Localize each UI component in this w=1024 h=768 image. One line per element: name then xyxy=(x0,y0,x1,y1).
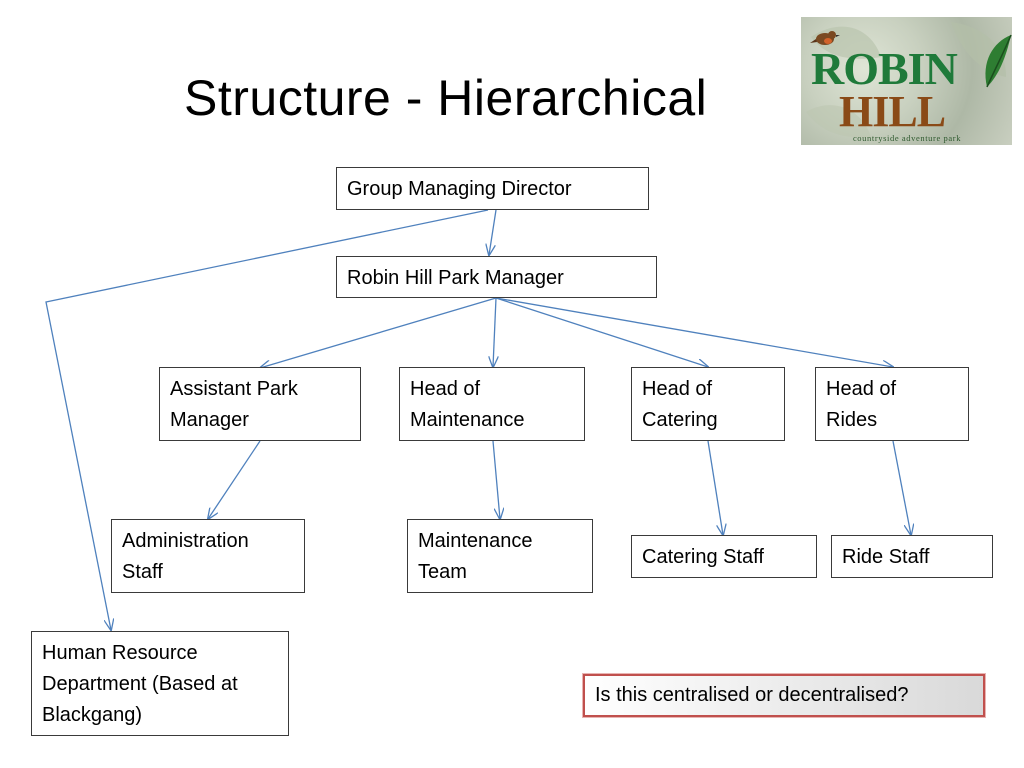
node-administration-staff: Administration Staff xyxy=(111,519,305,593)
robin-hill-logo: ROBIN HILL countryside adventure park xyxy=(801,17,1012,145)
node-human-resource-department: Human Resource Department (Based at Blac… xyxy=(31,631,289,736)
connector-md-to-park-manager xyxy=(489,209,497,255)
connector-pm-to-assistant xyxy=(260,297,497,368)
node-assistant-park-manager: Assistant Park Manager xyxy=(159,367,361,441)
connector-rides-to-staff xyxy=(892,440,911,535)
robin-hill-logo-graphic: ROBIN HILL countryside adventure park xyxy=(806,22,1012,143)
node-group-managing-director: Group Managing Director xyxy=(336,167,649,210)
question-callout: Is this centralised or decentralised? xyxy=(583,674,985,717)
slide-title: Structure - Hierarchical xyxy=(184,70,708,126)
node-park-manager: Robin Hill Park Manager xyxy=(336,256,657,298)
node-ride-staff: Ride Staff xyxy=(831,535,993,578)
node-maintenance-team: Maintenance Team xyxy=(407,519,593,593)
node-head-of-rides: Head of Rides xyxy=(815,367,969,441)
node-head-of-catering: Head of Catering xyxy=(631,367,785,441)
logo-tagline: countryside adventure park xyxy=(853,133,961,143)
connector-pm-to-maintenance xyxy=(493,297,496,367)
connector-catering-to-staff xyxy=(707,440,723,535)
robin-bird-icon xyxy=(810,31,840,45)
connector-pm-to-rides xyxy=(495,297,893,367)
connector-md-to-hr xyxy=(45,209,489,630)
logo-word-hill: HILL xyxy=(839,87,945,136)
connector-maintenance-to-team xyxy=(492,440,500,519)
connector-assistant-to-admin xyxy=(208,440,261,519)
node-head-of-maintenance: Head of Maintenance xyxy=(399,367,585,441)
node-catering-staff: Catering Staff xyxy=(631,535,817,578)
connector-pm-to-catering xyxy=(495,297,708,367)
logo-word-robin: ROBIN xyxy=(811,43,958,94)
